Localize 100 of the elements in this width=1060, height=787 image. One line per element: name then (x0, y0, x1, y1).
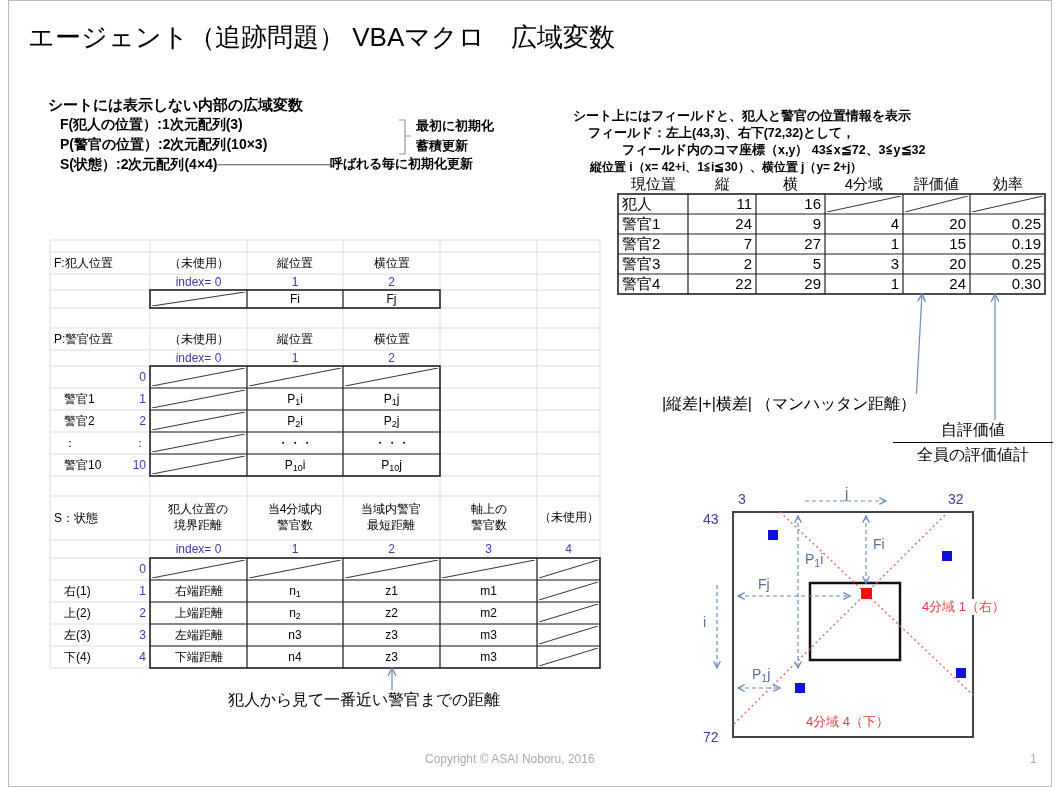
column-heading: 4分域 (844, 174, 884, 194)
index-number: 3 (485, 541, 492, 557)
cell-value: ・・・ (277, 435, 313, 451)
cell-value: 27 (804, 234, 821, 254)
row-label: 警官3 (622, 254, 661, 274)
cell-value: z3 (385, 627, 398, 643)
bracket-note: 蓄積更新 (416, 138, 468, 155)
cell-value: 29 (804, 274, 821, 294)
page-number: 1 (1030, 752, 1037, 767)
cell-value: 16 (804, 194, 821, 214)
row-heading: F:犯人位置 (54, 255, 113, 271)
row-label: 警官1 (622, 214, 661, 234)
axis-number: 3 (738, 491, 746, 509)
cell-value: P$_{2}$j (383, 413, 400, 429)
index-number: 1 (139, 391, 146, 407)
cell-value: n3 (288, 627, 302, 643)
copyright-text: Copyright © ASAI Noboru, 2016 (425, 752, 595, 767)
callout-text: 呼ばれる毎に初期化更新 (330, 156, 473, 173)
row-label: 右(1) (64, 583, 91, 599)
column-heading: 縦 (714, 174, 730, 194)
index-number: 1 (291, 350, 299, 366)
index-number: 10 (132, 457, 146, 473)
row-heading: S：状態 (54, 510, 98, 526)
column-heading: （未使用） (538, 510, 599, 526)
cell-value: 24 (949, 274, 966, 294)
cell-value: Fj (386, 291, 397, 307)
callout-text: S(状態）:2次元配列(4×4) (60, 156, 218, 174)
index-number: 1 (291, 274, 299, 290)
column-heading: 縦位置 (277, 331, 313, 347)
column-heading: 横位置 (373, 331, 410, 347)
row-label: 警官4 (622, 274, 661, 294)
bracket-note: 最初に初期化 (416, 118, 494, 135)
note-text: フィールド：左上(43,3)、右下(72,32)として， (588, 126, 856, 142)
cell-value: m1 (480, 583, 497, 599)
column-heading: 横位置 (373, 255, 410, 271)
column-heading: 犯人位置の境界距離 (167, 502, 230, 534)
cell-value: n4 (288, 649, 302, 665)
row-label: 警官1 (64, 391, 95, 407)
cell-value: n$_{1}$ (289, 583, 301, 599)
cell-value: 9 (812, 214, 821, 234)
callout-text: 犯人から見て一番近い警官までの距離 (228, 690, 500, 710)
index-number: 3 (139, 627, 146, 643)
index-number: 2 (139, 413, 146, 429)
row-label: 上(2) (64, 605, 91, 621)
variable-description: F(犯人の位置）:1次元配列(3) (60, 116, 243, 134)
section-heading: シート上にはフィールドと、犯人と警官の位置情報を表示 (573, 109, 911, 125)
cell-value: z2 (385, 605, 398, 621)
axis-number: 43 (703, 511, 719, 529)
column-heading: 効率 (992, 174, 1023, 194)
leader-arrow (387, 667, 397, 691)
note-text: 縦位置 i（x= 42+i、1≦i≦30）、横位置 j（y= 2+j） (590, 160, 863, 175)
cell-value: 右端距離 (174, 583, 223, 599)
cell-value: 11 (736, 194, 752, 214)
index-number: 1 (139, 583, 146, 599)
cell-value: 15 (949, 234, 966, 254)
dimension-label: Fi (873, 536, 885, 554)
cell-value: 0.19 (1011, 234, 1041, 254)
cell-value: P$_{10}$i (284, 457, 306, 473)
cell-value: 2 (743, 254, 752, 274)
index-number: index= 0 (175, 274, 222, 290)
cell-value: 上端距離 (174, 605, 223, 621)
cell-value: m3 (480, 649, 497, 665)
row-label: ： (64, 435, 76, 451)
index-number: 0 (139, 369, 146, 385)
cell-value: m2 (480, 605, 497, 621)
cell-value: 3 (890, 254, 899, 274)
index-number: 4 (565, 541, 572, 557)
column-heading: 当4分域内警官数 (266, 502, 324, 534)
axis-number: 32 (948, 491, 964, 509)
row-label: 下(4) (64, 649, 91, 665)
dimension-label: P$_{1}$j (752, 666, 771, 684)
cell-value: Fi (290, 291, 300, 307)
index-number: 4 (139, 649, 146, 665)
column-heading: 縦位置 (277, 255, 313, 271)
cell-value: z3 (385, 649, 398, 665)
index-number: 2 (139, 605, 146, 621)
index-number: index= 0 (175, 541, 222, 557)
column-heading: 軸上の警官数 (469, 502, 508, 534)
index-number: ： (134, 435, 146, 451)
cell-value: 4 (890, 214, 899, 234)
axis-number: 72 (703, 729, 719, 747)
row-label: 警官2 (622, 234, 661, 254)
column-heading: 横 (783, 174, 798, 194)
index-number: 2 (388, 350, 395, 366)
column-heading: 評価値 (914, 174, 959, 194)
row-label: 警官10 (64, 457, 102, 473)
leader-arrow (990, 293, 1000, 421)
index-number: 2 (388, 274, 395, 290)
index-number: 0 (139, 561, 146, 577)
cell-value: 20 (949, 214, 966, 234)
cell-value: 20 (949, 254, 966, 274)
cell-value: z1 (385, 583, 398, 599)
cell-value: m3 (480, 627, 497, 643)
index-number: 2 (388, 541, 395, 557)
connector-line (216, 164, 331, 166)
dimension-label: P$_{1}$i (805, 551, 824, 569)
callout-text: |縦差|+|横差| （マンハッタン距離） (662, 394, 917, 414)
dimension-label: i (703, 614, 707, 632)
note-text: フィールド内のコマ座標（x,y） 43≦x≦72、3≦y≦32 (622, 143, 926, 159)
slide-title: エージェント（追跡問題） VBAマクロ 広域変数 (28, 21, 616, 54)
